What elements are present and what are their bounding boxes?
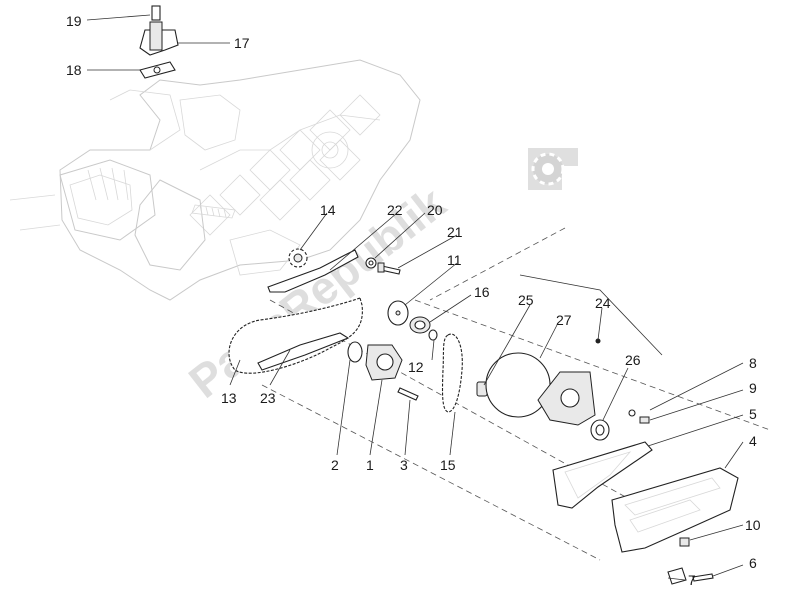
part-pump-bolt-3 (397, 387, 419, 401)
callout-16: 16 (474, 284, 490, 300)
part-bolt-6 (692, 573, 714, 582)
callout-13: 13 (221, 390, 237, 406)
callout-15: 15 (440, 457, 456, 473)
callout-7: 7 (688, 572, 696, 588)
part-chain-guide-lower (257, 332, 350, 371)
gear-icon (528, 148, 578, 190)
callout-10: 10 (745, 517, 761, 533)
part-chain-tensioner (139, 5, 179, 56)
part-washer-8 (628, 409, 636, 417)
callout-19: 19 (66, 13, 82, 29)
callout-18: 18 (66, 62, 82, 78)
part-oil-sump-4 (611, 467, 739, 553)
part-washer-11 (387, 300, 409, 326)
callout-27: 27 (556, 312, 572, 328)
leader-lines (86, 14, 744, 581)
callout-20: 20 (427, 202, 443, 218)
part-seal-26 (590, 419, 610, 441)
part-plug-9 (639, 416, 650, 424)
callout-21: 21 (447, 224, 463, 240)
callout-8: 8 (749, 355, 757, 371)
part-oil-pump-1 (365, 344, 403, 381)
part-bushing-16 (409, 316, 431, 334)
part-gasket (139, 61, 176, 79)
callout-4: 4 (749, 433, 757, 449)
part-bolt-21 (377, 262, 401, 275)
part-oring-27 (485, 352, 551, 418)
part-gasket-5 (552, 441, 653, 509)
callout-labels: 19 17 18 14 22 20 21 11 16 25 24 27 26 8… (66, 13, 761, 588)
callout-3: 3 (400, 457, 408, 473)
part-sprocket (288, 248, 308, 268)
callout-9: 9 (749, 380, 757, 396)
callout-6: 6 (749, 555, 757, 571)
callout-14: 14 (320, 202, 336, 218)
callout-23: 23 (260, 390, 276, 406)
callout-1: 1 (366, 457, 374, 473)
part-oring-12 (428, 329, 438, 341)
callout-11: 11 (447, 252, 462, 268)
callout-22: 22 (387, 202, 403, 218)
part-cover-24 (537, 338, 601, 426)
part-oil-pump-chain (441, 333, 463, 413)
callout-24: 24 (595, 295, 611, 311)
callout-25: 25 (518, 292, 534, 308)
callout-12: 12 (408, 359, 424, 375)
part-chain-slider-upper (267, 249, 359, 293)
part-drain-plug-10 (679, 537, 690, 547)
callout-26: 26 (625, 352, 641, 368)
callout-2: 2 (331, 457, 339, 473)
engine-block-ghost (9, 59, 421, 301)
part-screen-7 (667, 567, 687, 585)
part-washer-20 (365, 257, 377, 269)
callout-5: 5 (749, 406, 757, 422)
part-pump-spacer-2 (347, 341, 363, 363)
callout-17: 17 (234, 35, 250, 51)
